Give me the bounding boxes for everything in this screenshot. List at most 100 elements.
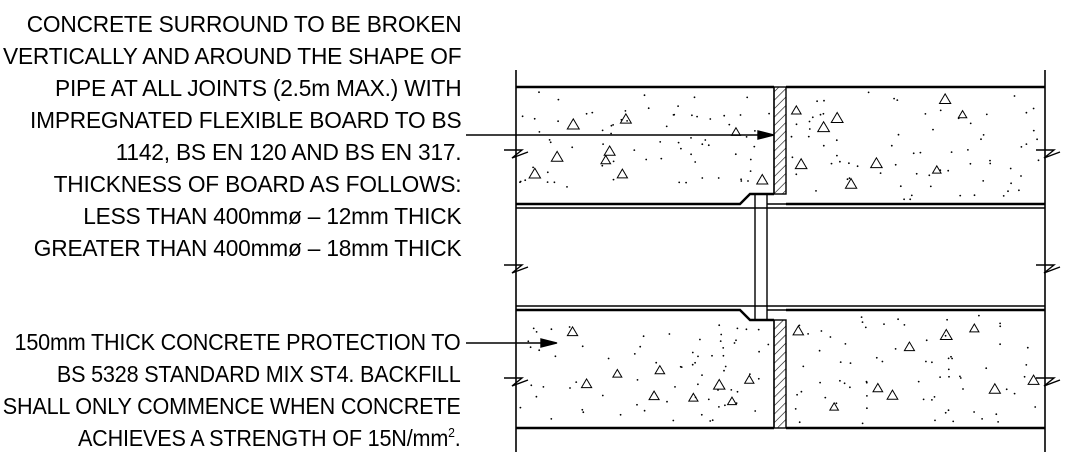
stipple-dot [612,124,614,126]
stipple-dot [529,346,532,349]
stipple-dot [835,402,838,405]
stipple-dot [1007,190,1009,193]
stipple-aggregate [616,168,629,179]
protection-note-line: BS 5328 STANDARD MIX ST4. BACKFILL [57,361,462,387]
stipple-dot [745,328,748,331]
stipple-dot [848,162,850,165]
stipple-aggregate [743,374,755,384]
stipple-dot [928,174,931,177]
stipple-dot [709,420,712,422]
stipple-dot [989,159,991,162]
stipple-dot [694,361,696,364]
stipple-dot [795,123,798,126]
stipple-dot [894,348,897,350]
stipple-dot [1025,143,1028,146]
stipple-dot [719,340,722,342]
stipple-dot [758,350,760,353]
stipple-dot [903,198,905,201]
stipple-dot [633,149,636,152]
stipple-dot [1026,346,1029,349]
stipple-dot [950,355,952,358]
stipple-dot [530,384,533,387]
stipple-dot [1025,111,1028,114]
stipple-dot [890,144,893,147]
stipple-aggregate [566,117,581,130]
stipple-dot [896,99,899,101]
board-note-line: PIPE AT ALL JOINTS (2.5m MAX.) WITH [54,75,462,101]
board-note-line: GREATER THAN 400mmø – 18mm THICK [33,235,462,261]
stipple-dot [691,363,694,366]
stipple-dot [864,326,867,329]
stipple-dot [798,324,801,327]
stipple-dot [823,99,825,102]
stipple-dot [723,114,726,117]
stipple-dot [724,365,727,368]
stipple-dot [724,404,726,407]
stipple-dot [619,413,622,416]
stipple-dot [546,181,549,184]
stipple-dot [757,328,760,331]
stipple-dot [690,153,692,156]
stipple-dot [1005,388,1008,391]
stipple-aggregate [869,156,884,169]
stipple-dot [753,145,756,148]
stipple-dot [722,347,725,349]
stipple-dot [939,109,942,112]
stipple-aggregate [566,325,579,337]
stipple-dot [757,377,760,380]
stipple-dot [807,333,809,335]
stipple-dot [947,169,950,172]
stipple-dot [929,185,932,188]
strength-period: . [455,425,461,451]
stipple-dot [550,418,553,420]
board-note-line: IMPREGNATED FLEXIBLE BOARD TO BS [29,107,462,133]
stipple-dot [846,178,849,181]
stipple-dot [746,96,749,99]
stipple-dot [947,357,950,360]
stipple-dot [693,96,696,99]
stipple-dot [745,136,748,138]
stipple-dot [925,360,927,363]
stipple-dot [767,343,770,346]
stipple-dot [548,139,551,141]
leader-board [466,130,775,140]
stipple-dot [733,342,736,344]
stipple-dot [674,386,676,388]
stipple-dot [839,160,841,163]
stipple-dot [749,170,752,173]
board-note-line: LESS THAN 400mmø – 12mm THICK [82,203,461,229]
stipple-dot [791,156,794,159]
stipple-dot [830,162,833,165]
stipple-dot [795,173,798,176]
stipple-dot [1002,195,1005,197]
board-note-line: THICKNESS OF BOARD AS FOLLOWS: [53,171,461,197]
stipple-dot [754,130,756,132]
stipple-aggregate [712,378,726,390]
stipple-dot [626,120,628,122]
stipple-dot [931,399,933,401]
stipple-dot [967,149,969,151]
stipple-dot [933,396,936,398]
stipple-aggregate [939,328,954,340]
stipple-dot [973,411,975,413]
stipple-dot [959,194,962,197]
stipple-dot [997,421,999,423]
stipple-dot [947,409,950,412]
stipple-dot [848,177,851,180]
stipple-dot [844,343,847,345]
stipple-dot [701,177,704,179]
stipple-dot [909,198,912,201]
stipple-aggregate [580,377,593,389]
stipple-dot [585,112,588,115]
stipple-aggregate [872,382,884,393]
stipple-dot [948,375,950,378]
stipple-dot [861,422,864,425]
stipple-dot [985,367,988,370]
stipple-dot [740,178,742,181]
stipple-aggregate [528,167,542,179]
stipple-dot [612,178,615,181]
stipple-dot [694,161,697,163]
stipple-dot [740,180,743,182]
stipple-dot [1034,406,1037,408]
